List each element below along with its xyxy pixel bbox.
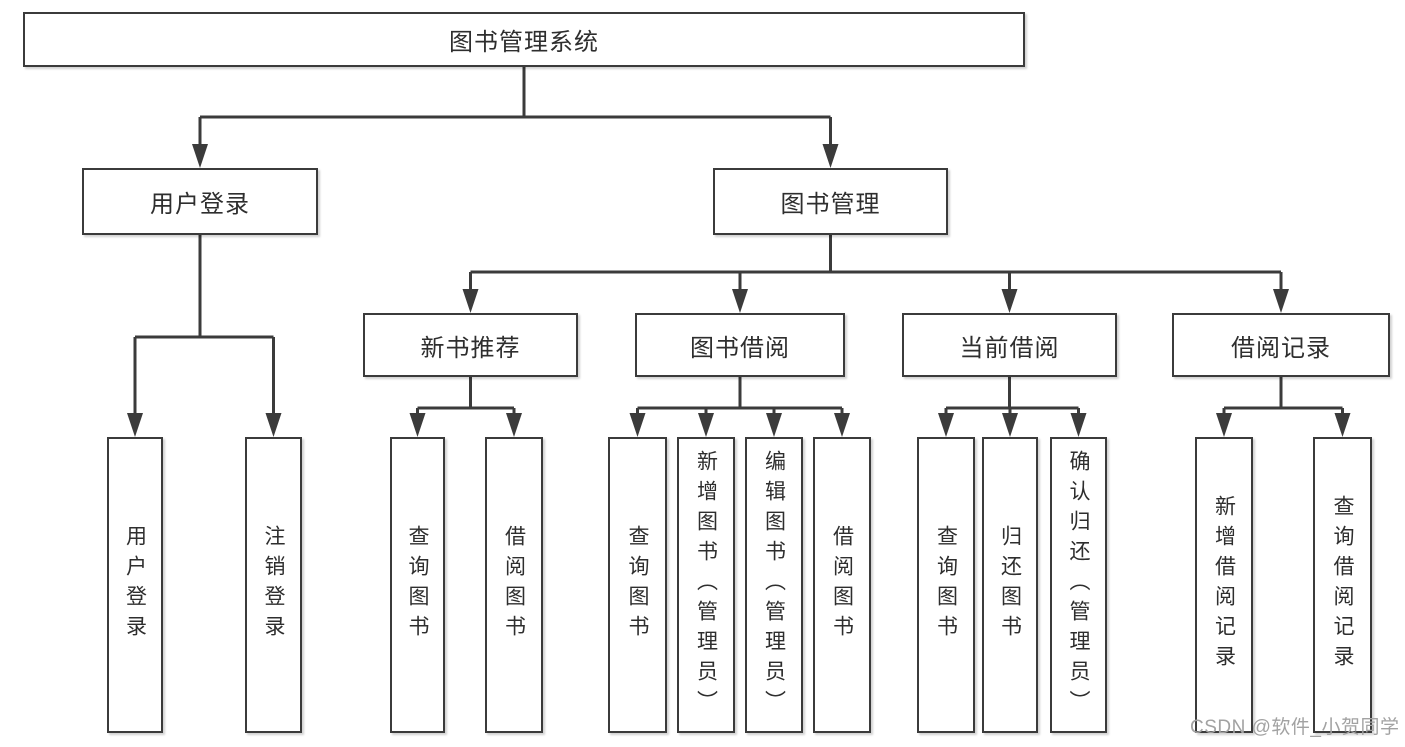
leaf-edit-book-admin: 编辑图书（管理员） xyxy=(745,437,803,733)
connector-current-borrow-group xyxy=(938,377,1087,437)
leaf-add-borrow-record: 新增借阅记录 xyxy=(1195,437,1253,733)
leaf-query-book-current: 查询图书 xyxy=(917,437,975,733)
node-book-management: 图书管理 xyxy=(713,168,948,235)
leaf-borrow-book: 借阅图书 xyxy=(813,437,871,733)
leaf-return-book: 归还图书 xyxy=(982,437,1038,733)
node-current-borrow: 当前借阅 xyxy=(902,313,1117,377)
connector-new-book-group xyxy=(409,377,522,437)
leaf-query-borrow-record: 查询借阅记录 xyxy=(1313,437,1372,733)
connector-book-borrow-group xyxy=(629,377,850,437)
connector-root-to-level2 xyxy=(192,67,839,168)
leaf-query-book-borrow: 查询图书 xyxy=(608,437,667,733)
node-borrow-record: 借阅记录 xyxy=(1172,313,1390,377)
node-user-login: 用户登录 xyxy=(82,168,318,235)
node-book-borrow: 图书借阅 xyxy=(635,313,845,377)
leaf-add-book-admin: 新增图书（管理员） xyxy=(677,437,735,733)
connector-book-management-to-level3 xyxy=(462,235,1289,313)
leaf-confirm-return-admin: 确认归还（管理员） xyxy=(1050,437,1107,733)
connector-borrow-record-group xyxy=(1216,377,1351,437)
node-new-book-recommend: 新书推荐 xyxy=(363,313,578,377)
csdn-watermark: CSDN @软件_小贺同学 xyxy=(1190,717,1400,738)
leaf-query-book-recommend: 查询图书 xyxy=(390,437,445,733)
leaf-borrow-book-recommend: 借阅图书 xyxy=(485,437,543,733)
connector-user-login-group xyxy=(127,235,282,437)
leaf-user-login: 用户登录 xyxy=(107,437,163,733)
leaf-logout: 注销登录 xyxy=(245,437,302,733)
node-library-system: 图书管理系统 xyxy=(23,12,1025,67)
